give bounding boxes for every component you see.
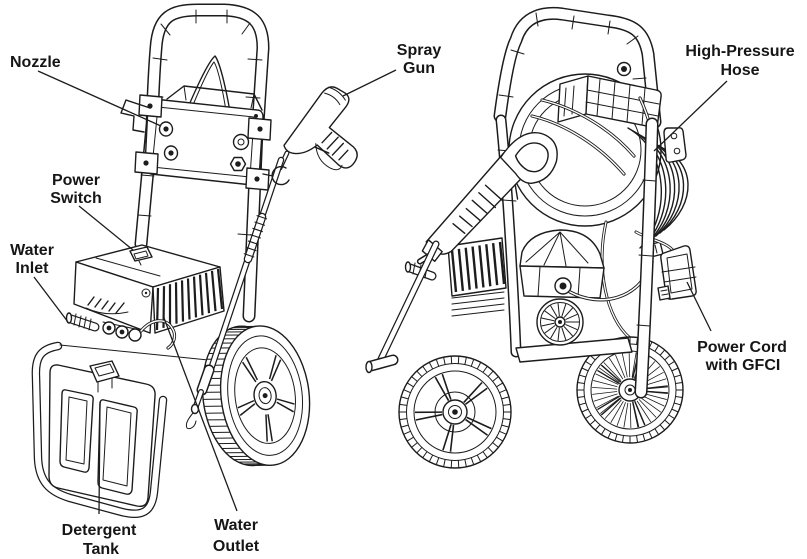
callout-spray-gun: Spray Gun — [342, 42, 442, 97]
hose-reel — [508, 61, 662, 227]
power-cord-label-line1: Power Cord — [697, 339, 787, 356]
power-switch-label-line2: Switch — [50, 190, 102, 207]
gfci-plug — [657, 245, 697, 301]
power-switch-part — [129, 246, 153, 266]
detergent-tank-label-line1: Detergent — [62, 522, 137, 539]
callout-high-pressure-hose: High-Pressure Hose — [653, 43, 795, 152]
pump-assembly — [102, 319, 177, 350]
axle-beam — [515, 337, 633, 363]
gun-ribs — [452, 184, 504, 235]
power-cord-label-line2: with GFCI — [705, 357, 781, 374]
lance-grip-ticks — [243, 214, 268, 258]
vent-fins — [155, 268, 224, 331]
canopy-facets — [525, 231, 589, 267]
tire-tread — [577, 337, 683, 443]
grip-ribs — [321, 131, 349, 161]
lance — [185, 156, 290, 430]
callout-water-inlet: Water Inlet — [10, 242, 69, 323]
callout-nozzle: Nozzle — [10, 54, 162, 127]
callout-detergent-tank: Detergent Tank — [62, 401, 137, 558]
detergent-tank-part — [48, 360, 156, 508]
vent-fins-rear — [450, 241, 506, 293]
kickstand — [365, 240, 440, 374]
callout-power-cord-gfci: Power Cord with GFCI — [686, 281, 787, 374]
fan-spokes — [541, 303, 579, 341]
water-inlet-label-line2: Inlet — [16, 260, 50, 277]
water-inlet-label-line1: Water — [10, 242, 54, 259]
lance-clip — [271, 165, 290, 186]
nozzle-holders — [158, 121, 250, 172]
water-inlet-fitting — [65, 312, 100, 332]
water-outlet-label-line2: Outlet — [213, 538, 260, 555]
left-rear-wheel — [398, 355, 512, 469]
detergent-tank-label-line2: Tank — [83, 541, 119, 558]
motor-housing — [73, 244, 225, 334]
base-frame — [31, 341, 229, 519]
stored-spray-gun — [416, 131, 558, 265]
high-pressure-hose-label-line2: Hose — [720, 62, 759, 79]
right-rear-wheel — [576, 336, 684, 444]
rear-view-machine — [365, 6, 697, 469]
detergent-tank-cap — [89, 360, 120, 393]
callouts: Nozzle Spray Gun High-Pressure Hose Powe… — [10, 42, 795, 558]
spray-gun-part — [277, 86, 358, 171]
wheel-spokes — [237, 355, 295, 442]
pump-fan — [536, 298, 584, 346]
callout-power-switch: Power Switch — [50, 172, 134, 251]
power-switch-label-line1: Power — [52, 172, 100, 189]
brand-logo — [85, 296, 129, 315]
motor-housing-rear — [447, 229, 654, 317]
hook-bracket — [120, 99, 151, 133]
mounting-tab — [663, 127, 687, 163]
front-view-machine — [31, 3, 358, 519]
spray-gun-label-line2: Gun — [403, 60, 435, 77]
tire-tread — [399, 356, 511, 468]
high-pressure-hose-label-line1: High-Pressure — [685, 43, 794, 60]
spray-gun-label-line1: Spray — [397, 42, 442, 59]
water-outlet-label-line1: Water — [214, 517, 258, 534]
frame-leg-right — [634, 117, 659, 399]
nozzle-label: Nozzle — [10, 54, 61, 71]
pump-ribs — [451, 291, 505, 317]
rear-wheel — [201, 325, 311, 467]
cart-handle-rear — [493, 6, 662, 358]
water-outlet-fitting — [185, 403, 200, 430]
callout-water-outlet: Water Outlet — [163, 317, 260, 555]
wheel-spokes — [414, 373, 492, 452]
